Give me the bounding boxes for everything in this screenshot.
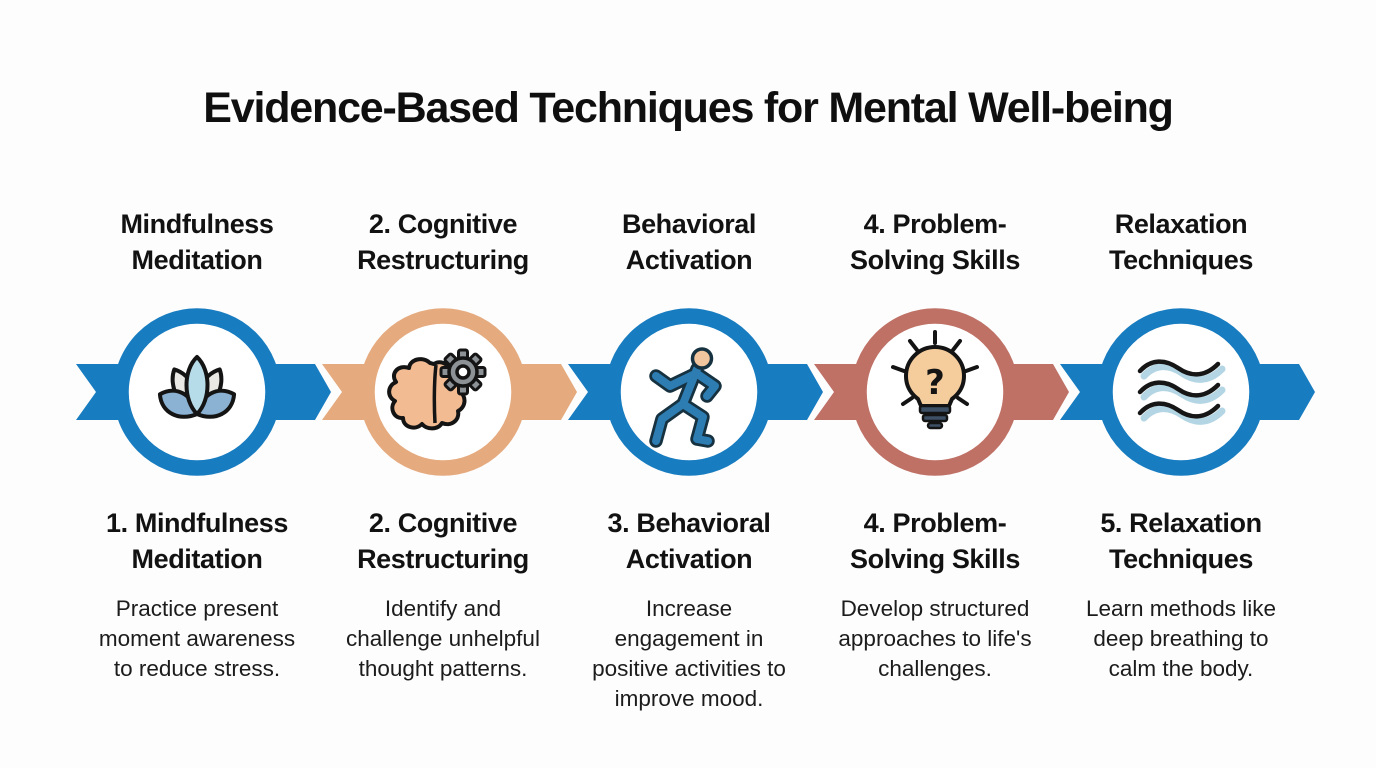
step-top-label-3: Behavioral Activation xyxy=(621,209,757,275)
step-heading-1: 1. Mindfulness Meditation xyxy=(106,508,288,574)
step-top-label-1: Mindfulness Meditation xyxy=(120,209,274,275)
step-description-4: Develop structured approaches to life's … xyxy=(838,596,1032,681)
step-top-label-2: 2. Cognitive Restructuring xyxy=(357,209,529,275)
step-heading-3: 3. Behavioral Activation xyxy=(607,508,771,574)
brain-gear-icon xyxy=(387,348,487,431)
question-mark-glyph: ? xyxy=(925,363,945,403)
step-heading-5: 5. Relaxation Techniques xyxy=(1100,508,1262,574)
step-top-label-5: Relaxation Techniques xyxy=(1108,209,1254,275)
gear-icon xyxy=(439,348,487,396)
page-title: Evidence-Based Techniques for Mental Wel… xyxy=(203,84,1174,132)
step-description-1: Practice present moment awareness to red… xyxy=(98,596,296,681)
step-description-5: Learn methods like deep breathing to cal… xyxy=(1085,596,1277,681)
step-description-3: Increase engagement in positive activiti… xyxy=(592,596,786,711)
running-person-icon xyxy=(649,347,722,448)
step-heading-2: 2. Cognitive Restructuring xyxy=(357,508,529,574)
step-description-2: Identify and challenge unhelpful thought… xyxy=(346,596,540,681)
waves-icon xyxy=(1137,359,1226,425)
lotus-icon xyxy=(157,355,237,419)
step-top-label-4: 4. Problem-Solving Skills xyxy=(850,209,1020,275)
step-heading-4: 4. Problem-Solving Skills xyxy=(850,508,1020,574)
question-lightbulb-icon: ? xyxy=(891,330,979,430)
